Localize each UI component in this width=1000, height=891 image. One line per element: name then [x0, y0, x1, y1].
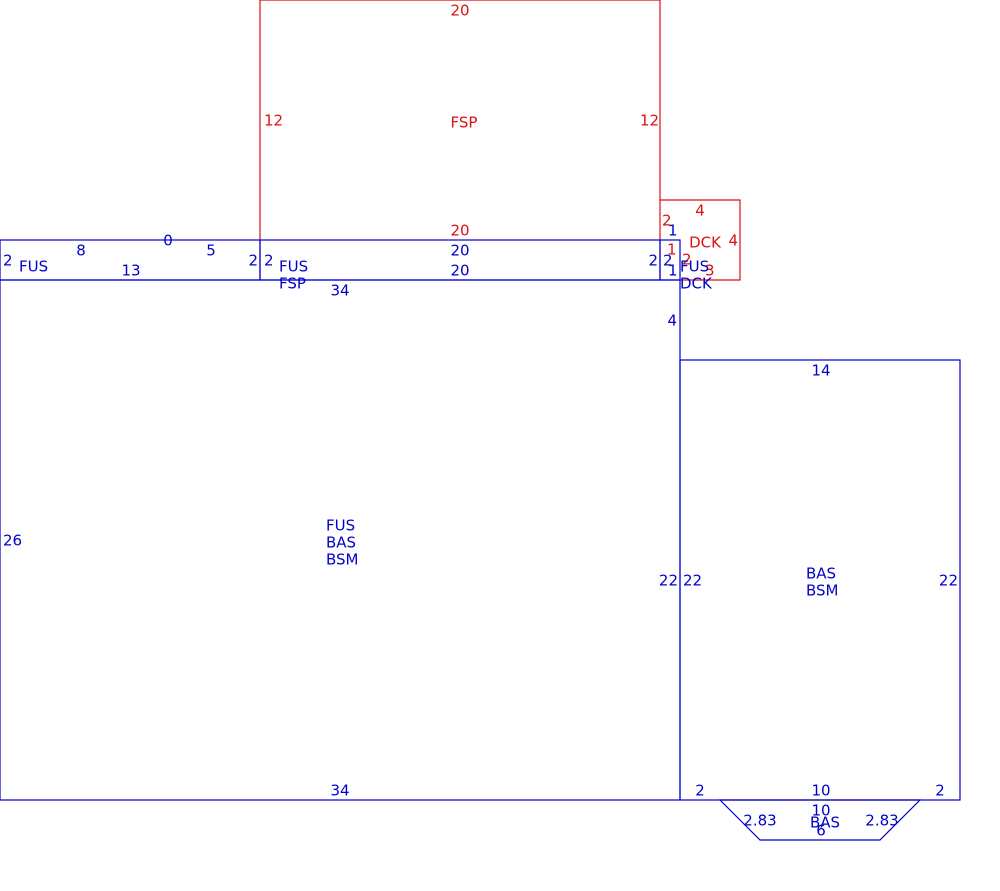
east-area-label-2: BSM — [806, 582, 839, 600]
main-area-label-2: BAS — [326, 534, 356, 552]
fus-east-area-label-1: FUS — [680, 258, 709, 276]
fsp-area — [259, 0, 661, 240]
fus-middle-bottom-dimension: 20 — [450, 262, 469, 280]
east-bottom-left-dimension: 2 — [695, 782, 705, 800]
dck-inner-dimension-2: 2 — [682, 251, 692, 269]
east-bottom-right-dimension: 2 — [935, 782, 945, 800]
fsp-outline — [259, 0, 661, 240]
dck-area-label: DCK — [689, 234, 722, 252]
dck-outline — [660, 199, 741, 281]
fsp-right-dimension: 12 — [640, 112, 659, 130]
fus-west-bottom-dimension: 13 — [121, 262, 140, 280]
fus-east-dimension-1a: 1 — [668, 222, 678, 240]
main-area-label-3: BSM — [326, 551, 359, 569]
fus-middle-right-dimension: 2 — [648, 252, 658, 270]
fus-west-dimension-5: 5 — [206, 242, 216, 260]
fus-strip — [0, 239, 681, 281]
bay-window-outline — [718, 799, 922, 841]
dck-right-dimension: 4 — [728, 232, 738, 250]
main-area-label-1: FUS — [326, 517, 355, 535]
fus-west-left-dimension: 2 — [3, 252, 13, 270]
bay-left-dimension: 2.83 — [743, 812, 776, 830]
fus-middle-top-dimension: 20 — [450, 242, 469, 260]
fus-west-area-label: FUS — [19, 258, 48, 276]
bay-area-label: BAS — [810, 814, 840, 832]
east-bottom-dimension: 10 — [811, 782, 830, 800]
fus-west-dimension-8: 8 — [76, 242, 86, 260]
dck-area — [660, 199, 741, 281]
main-right-dimension-22: 22 — [659, 572, 678, 590]
bay-top-dimension: 10 — [811, 802, 830, 820]
main-left-dimension: 26 — [3, 532, 22, 550]
fus-east-dimension-2: 2 — [663, 252, 673, 270]
fus-middle-area-label-1: FUS — [279, 258, 308, 276]
main-bottom-dimension: 34 — [330, 782, 349, 800]
main-top-dimension: 34 — [330, 282, 349, 300]
dck-inner-dimension-1: 1 — [667, 241, 677, 259]
dck-top-dimension: 4 — [695, 202, 705, 220]
fsp-area-label: FSP — [451, 114, 478, 132]
main-right-dimension-4: 4 — [667, 312, 677, 330]
bay-bottom-dimension: 6 — [816, 822, 826, 840]
dck-inner-dimension-3: 3 — [705, 262, 715, 280]
fus-east-dimension-1b: 1 — [668, 262, 678, 280]
bay-right-dimension: 2.83 — [865, 812, 898, 830]
fsp-bottom-dimension: 20 — [450, 222, 469, 240]
east-top-dimension: 14 — [811, 362, 830, 380]
fsp-top-dimension: 20 — [450, 2, 469, 20]
east-area-label-1: BAS — [806, 565, 836, 583]
fus-west-right-dimension: 2 — [248, 252, 258, 270]
fus-west-dimension-0: 0 — [163, 232, 173, 250]
fsp-left-dimension: 12 — [264, 112, 283, 130]
east-left-dimension: 22 — [683, 572, 702, 590]
dck-left-dimension: 2 — [662, 212, 672, 230]
fus-middle-area-label-2: FSP — [279, 275, 306, 293]
fus-middle-left-dimension: 2 — [264, 252, 274, 270]
fus-east-area-label-2: DCK — [680, 275, 713, 293]
east-right-dimension: 22 — [939, 572, 958, 590]
